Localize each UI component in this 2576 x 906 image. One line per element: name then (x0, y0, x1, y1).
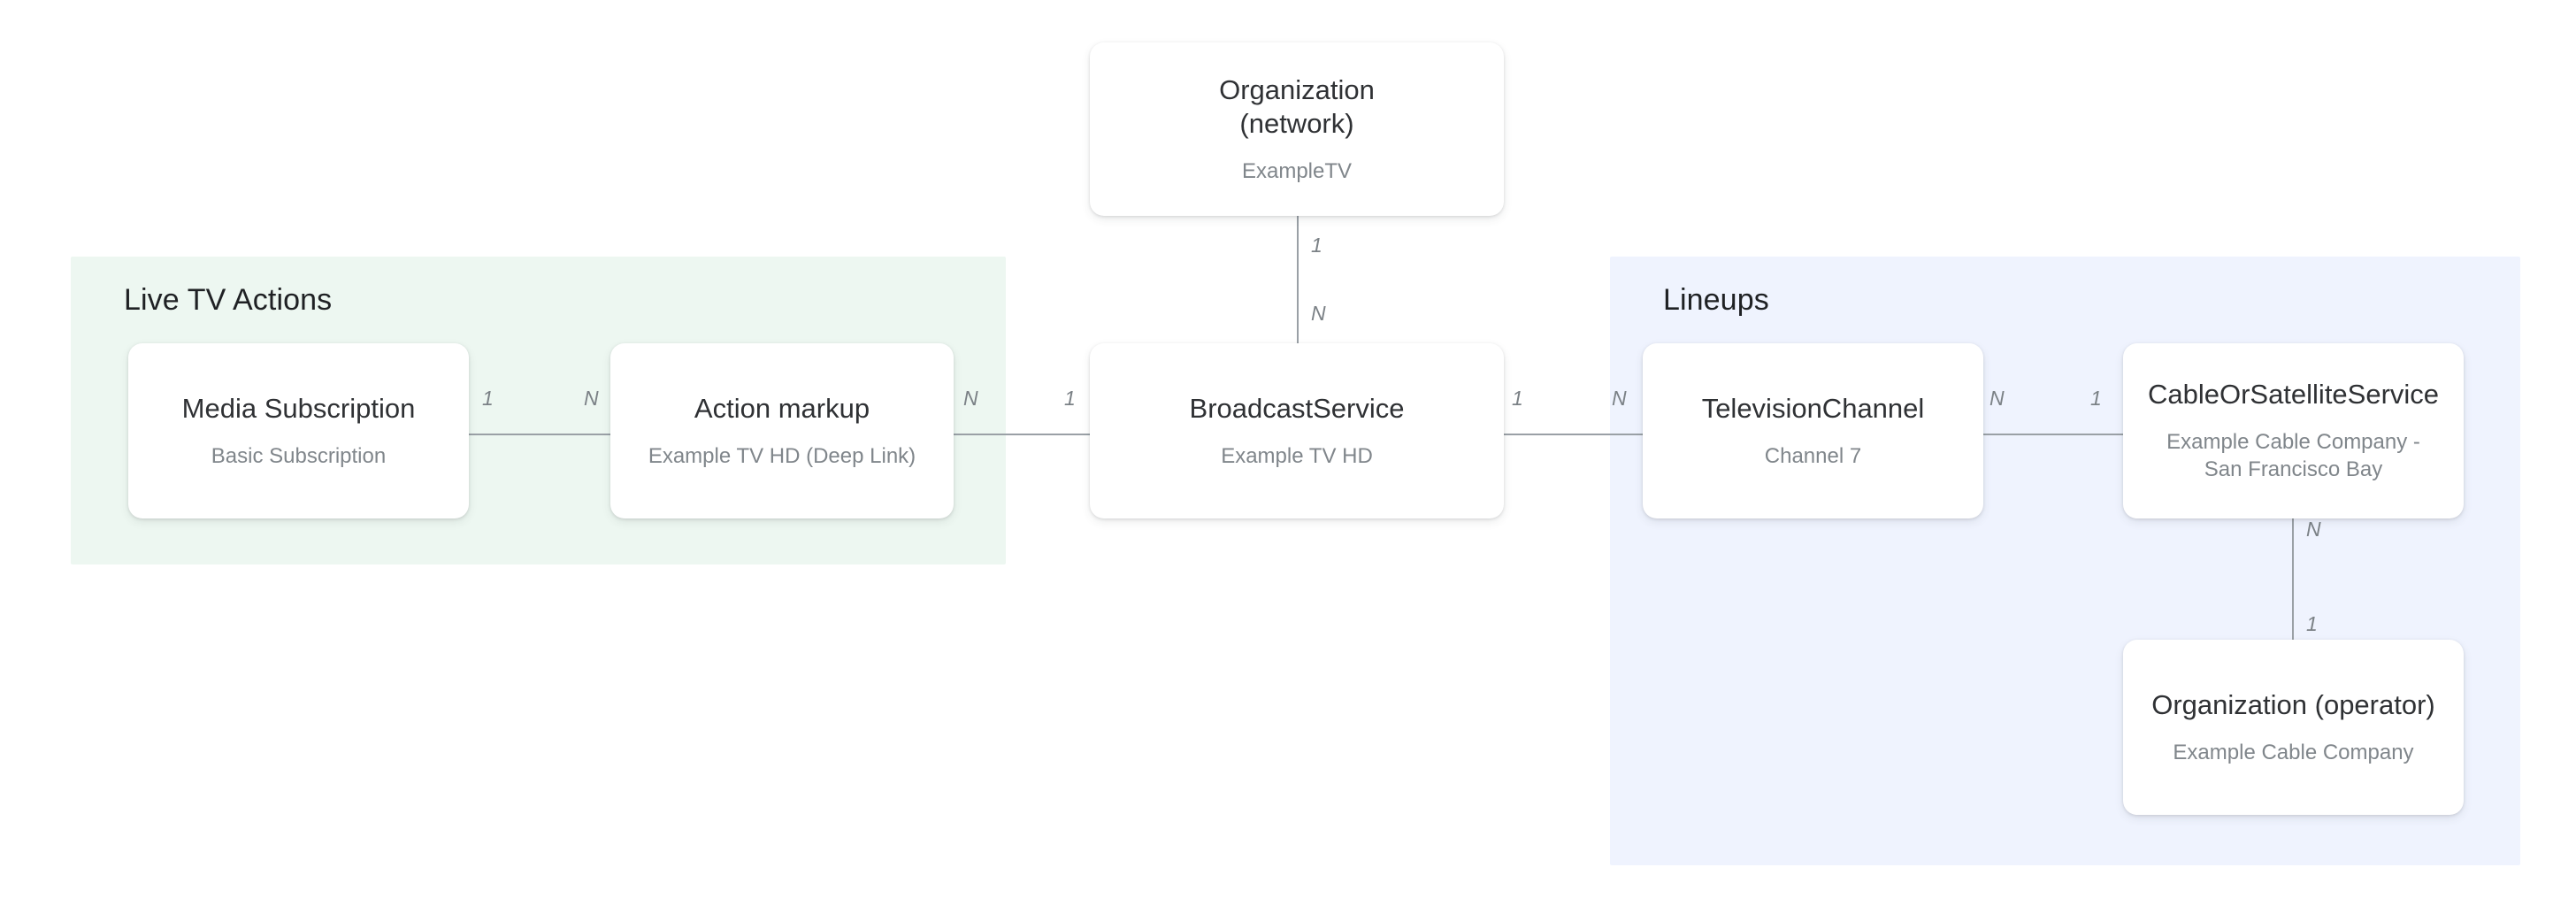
edge-media-subscription-to-action-markup (442, 434, 646, 435)
node-subtitle: Example TV HD (1221, 443, 1373, 468)
cardinality-broadcast-service-top-side: N (1311, 302, 1326, 325)
node-subtitle: Basic Subscription (211, 443, 387, 468)
cardinality-cable-or-satellite-service-bottom-side: N (2306, 518, 2321, 541)
node-broadcast-service[interactable]: BroadcastService Example TV HD (1090, 343, 1504, 518)
node-subtitle: ExampleTV (1241, 159, 1353, 184)
group-title-live-tv-actions: Live TV Actions (124, 283, 333, 317)
cardinality-organization-network-side: 1 (1311, 234, 1322, 257)
edge-action-markup-to-broadcast-service (938, 434, 1168, 435)
edge-cable-or-satellite-service-to-organization-operator (2292, 504, 2294, 641)
node-title: Media Subscription (181, 393, 416, 425)
node-title: BroadcastService (1189, 393, 1405, 425)
cardinality-broadcast-service-left-side: 1 (1064, 387, 1076, 410)
node-title: Organization (operator) (2151, 689, 2435, 721)
cardinality-television-channel-right-side: N (1990, 387, 2005, 410)
group-title-lineups: Lineups (1663, 283, 1769, 317)
node-title: CableOrSatelliteService (2147, 379, 2440, 411)
node-media-subscription[interactable]: Media Subscription Basic Subscription (128, 343, 469, 518)
cardinality-organization-operator-side: 1 (2306, 612, 2318, 635)
node-cable-or-satellite-service[interactable]: CableOrSatelliteService Example Cable Co… (2123, 343, 2464, 518)
node-subtitle: Example TV HD (Deep Link) (648, 443, 916, 468)
cardinality-broadcast-service-right-side: 1 (1512, 387, 1523, 410)
node-action-markup[interactable]: Action markup Example TV HD (Deep Link) (610, 343, 954, 518)
edge-organization-network-to-broadcast-service (1297, 212, 1299, 345)
node-subtitle: Example Cable Company - San Francisco Ba… (2166, 430, 2420, 482)
node-organization-operator[interactable]: Organization (operator) Example Cable Co… (2123, 640, 2464, 815)
cardinality-media-subscription-side: 1 (482, 387, 494, 410)
edge-broadcast-service-to-television-channel (1486, 434, 1698, 435)
cardinality-television-channel-left-side: N (1612, 387, 1627, 410)
cardinality-action-markup-right-side: N (963, 387, 978, 410)
cardinality-cable-or-satellite-service-left-side: 1 (2090, 387, 2102, 410)
node-subtitle: Channel 7 (1764, 443, 1862, 468)
node-subtitle: Example Cable Company (2173, 740, 2414, 764)
node-title: TelevisionChannel (1701, 393, 1925, 425)
node-television-channel[interactable]: TelevisionChannel Channel 7 (1643, 343, 1983, 518)
edge-television-channel-to-cable-or-satellite-service (1964, 434, 2176, 435)
cardinality-action-markup-left-side: N (584, 387, 599, 410)
node-title: Action markup (694, 393, 870, 425)
node-organization-network[interactable]: Organization (network) ExampleTV (1090, 42, 1504, 216)
node-title: Organization (network) (1219, 73, 1375, 140)
